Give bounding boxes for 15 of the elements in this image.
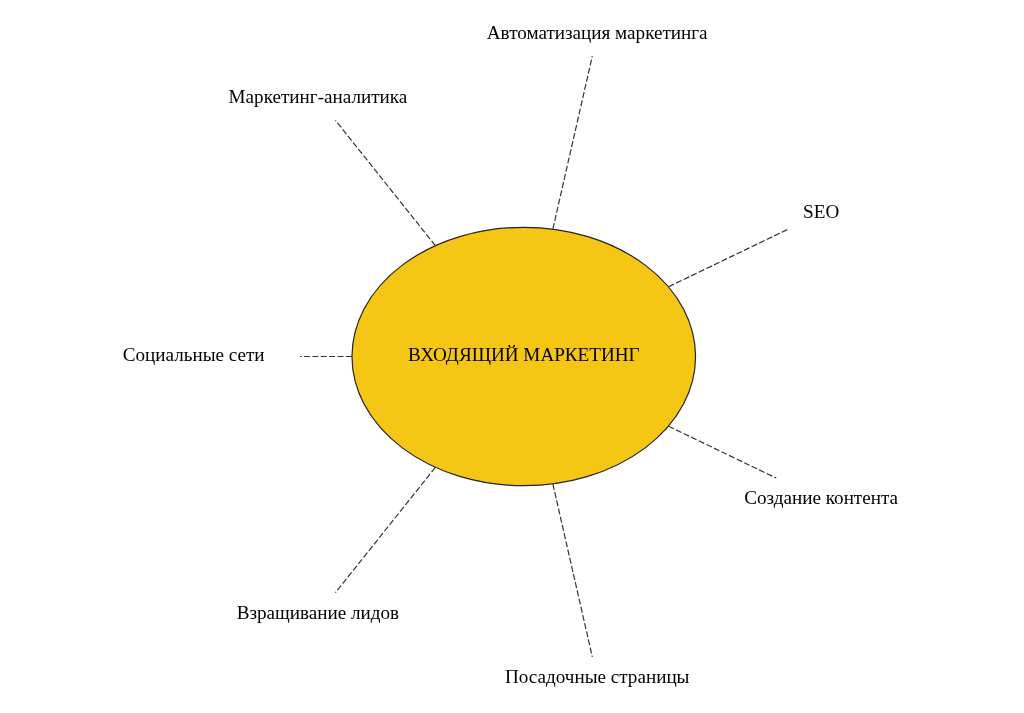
- connector: [667, 228, 789, 288]
- connector: [551, 55, 593, 230]
- node-ellipse: ВХОДЯЩИЙ МАРКЕТИНГ: [350, 226, 696, 487]
- node-text: Взращивание лидов: [236, 602, 399, 624]
- connector: [334, 119, 436, 247]
- connector: [334, 466, 436, 594]
- node-text: Социальные сети: [122, 344, 265, 366]
- node-text: Посадочные страницы: [504, 665, 689, 687]
- connector: [298, 355, 353, 358]
- connector: [551, 483, 593, 658]
- node-text: Маркетинг-аналитика: [228, 85, 407, 107]
- node-text: SEO: [802, 200, 839, 222]
- connector: [667, 425, 777, 479]
- node-text: Автоматизация маркетинга: [486, 22, 708, 44]
- node-text: Создание контента: [743, 487, 898, 509]
